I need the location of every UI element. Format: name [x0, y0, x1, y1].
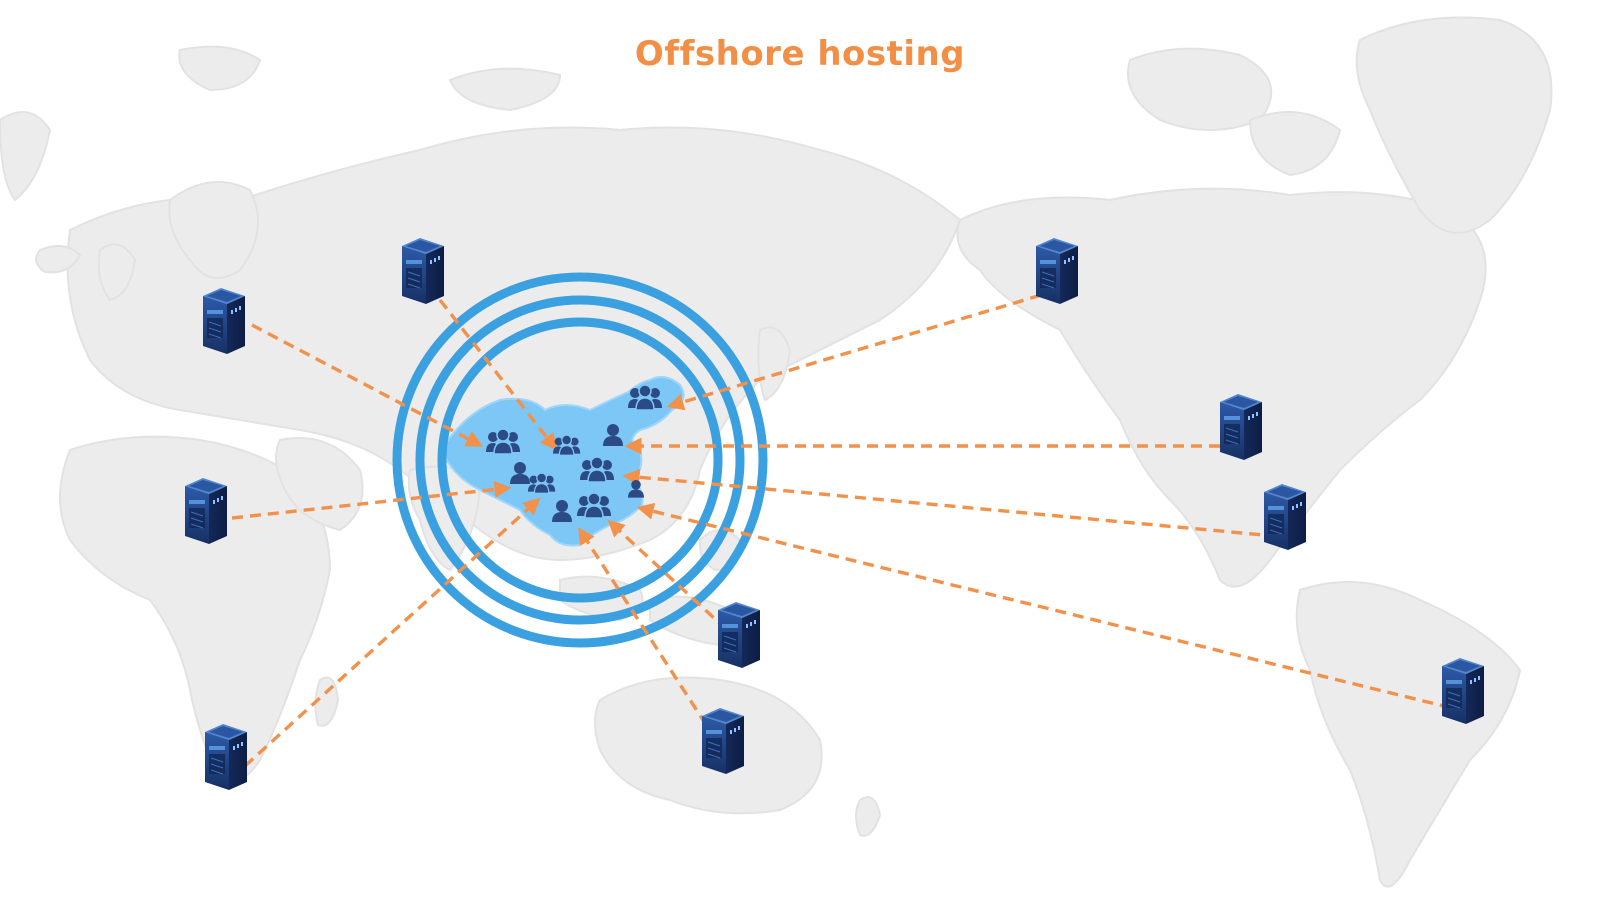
ring-outer: [392, 272, 768, 648]
ring-middle: [415, 295, 745, 625]
user-group-icon: [579, 456, 615, 483]
link-10: [578, 527, 718, 741]
link-9: [607, 519, 742, 644]
user-group-icon: [485, 428, 521, 455]
server-icon: [401, 237, 445, 305]
user-group-icon: [627, 384, 663, 411]
connection-links: [231, 288, 1469, 768]
server-icon: [204, 723, 248, 791]
server-icon: [701, 707, 745, 775]
server-icon: [202, 287, 246, 355]
user-group-icon: [576, 492, 612, 519]
link-7: [622, 468, 1297, 540]
target-rings: [392, 272, 768, 648]
server-icon: [1441, 657, 1485, 725]
user-group-icon: [527, 472, 556, 494]
link-3: [231, 481, 512, 520]
page-title: Offshore hosting: [634, 34, 966, 74]
link-8: [636, 503, 1469, 714]
ring-inner: [437, 317, 723, 603]
link-1: [251, 323, 484, 447]
link-5: [666, 288, 1059, 411]
user-group-icon: [552, 434, 581, 456]
server-icon: [184, 477, 228, 545]
server-icon: [1035, 237, 1079, 305]
server-icon: [717, 601, 761, 669]
link-2: [438, 298, 558, 451]
link-4: [243, 497, 541, 768]
server-icon: [1263, 483, 1307, 551]
server-icon: [1219, 393, 1263, 461]
